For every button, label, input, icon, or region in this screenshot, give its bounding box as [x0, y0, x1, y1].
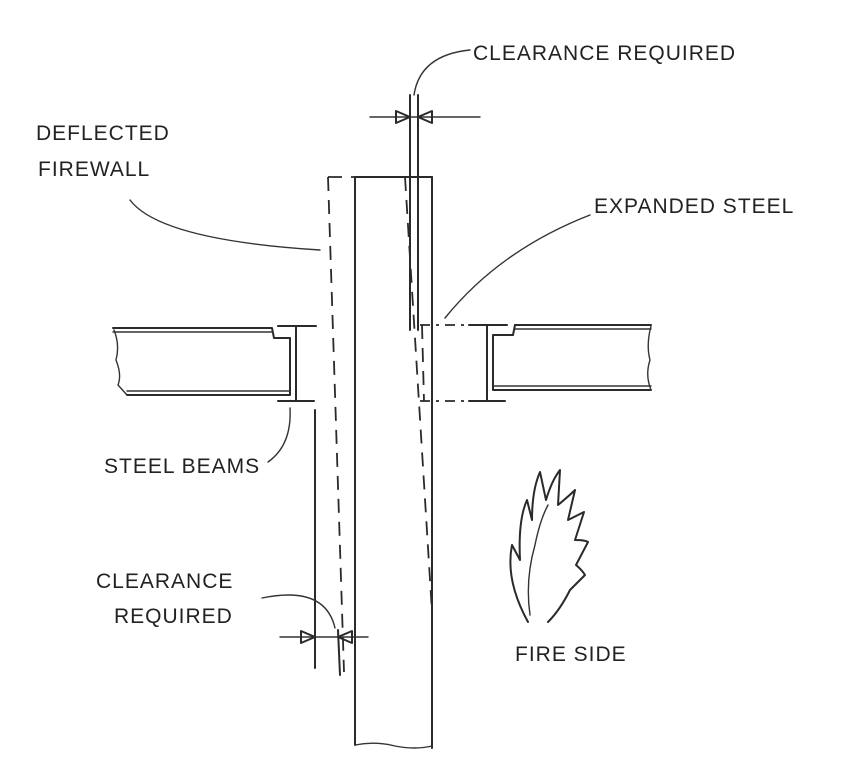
deflected-firewall-label-line1: DEFLECTED	[36, 122, 170, 145]
leader-lines	[129, 49, 591, 629]
left-steel-beam	[112, 325, 317, 402]
fire-side-label: FIRE SIDE	[515, 643, 627, 666]
clearance-required-bottom-label-line1: CLEARANCE	[96, 570, 233, 593]
steel-beams-label: STEEL BEAMS	[104, 455, 260, 478]
clearance-required-top-label: CLEARANCE REQUIRED	[473, 42, 736, 65]
deflected-firewall-outline	[327, 176, 433, 673]
right-steel-beam	[468, 324, 652, 402]
firewall	[354, 176, 433, 749]
expanded-steel-label: EXPANDED STEEL	[594, 195, 794, 218]
flame-icon	[509, 469, 589, 623]
bottom-clearance-dimension	[279, 409, 369, 676]
clearance-required-bottom-label-line2: REQUIRED	[114, 605, 233, 628]
deflected-firewall-label-line2: FIREWALL	[38, 158, 150, 181]
top-clearance-dimension	[369, 94, 481, 331]
expanded-steel-outline	[420, 324, 469, 402]
